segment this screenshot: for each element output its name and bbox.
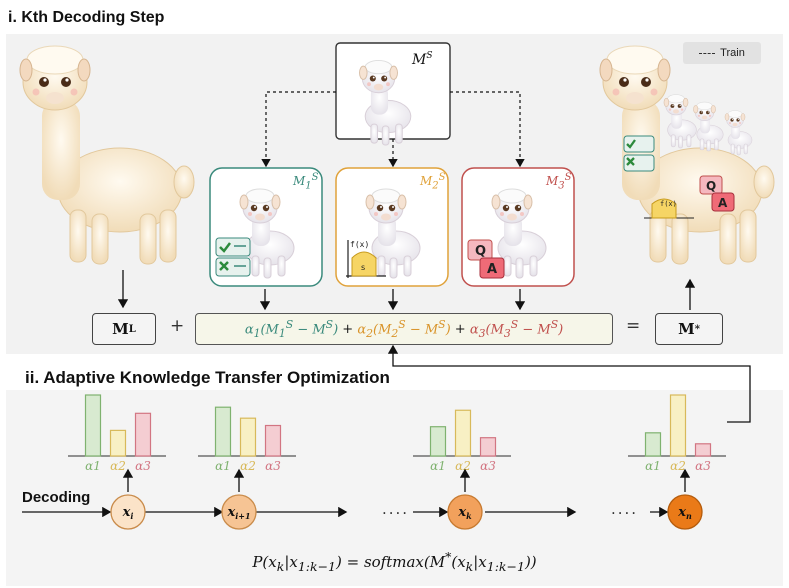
alpha-label-1: α1	[85, 459, 101, 473]
checklist-icon	[215, 237, 251, 277]
expert-box-3: QA	[461, 167, 575, 287]
small-model-label: MS	[411, 51, 433, 68]
alpha-label-1: α1	[645, 459, 661, 473]
formula-term-1: α1(M1S − MS)	[244, 318, 339, 340]
alpha-label-2: α2	[240, 459, 256, 473]
svg-text:A: A	[718, 196, 728, 210]
alpha-label-3: α3	[265, 459, 281, 473]
alpha-bar-3	[264, 424, 282, 457]
alpha-bar-2	[239, 417, 257, 457]
merged-skill-chips: f(x) QA	[623, 135, 735, 219]
alpha-bar-group-1: α1 α2 α3	[68, 394, 166, 492]
token-node-3: xk	[447, 494, 483, 530]
probability-formula: P(xk|x1:k−1) = softmax(M*(xk|x1:k−1))	[252, 549, 537, 574]
alpha-bar-1	[644, 432, 662, 457]
alpha-bar-group-2: α1 α2 α3	[198, 406, 296, 492]
alpha-label-2: α2	[670, 459, 686, 473]
equals-operator: =	[626, 316, 641, 336]
decoding-label: Decoding	[22, 489, 91, 506]
svg-text:f(x): f(x)	[350, 240, 369, 249]
expert-1-label: M1S	[293, 172, 319, 192]
section-title-optimization: ii. Adaptive Knowledge Transfer Optimiza…	[25, 368, 390, 387]
expert-box-1	[209, 167, 323, 287]
expert-3-label: M3S	[546, 172, 572, 192]
rider-alpaca-1	[663, 94, 697, 149]
ellipsis-1: ....	[382, 500, 410, 518]
expert-2-label: M2S	[420, 172, 446, 192]
token-node-4: xn	[667, 494, 703, 530]
svg-text:A: A	[487, 262, 497, 277]
alpha-bar-1	[84, 394, 102, 457]
expert-box-2: f(x) s	[335, 167, 449, 287]
legend-train: Train	[683, 42, 761, 64]
alpha-label-2: α2	[110, 459, 126, 473]
alpha-bar-group-3: α1 α2 α3	[413, 409, 511, 492]
alpha-bar-group-4: α1 α2 α3	[628, 394, 726, 492]
qa-bubble-icon: QA	[467, 239, 505, 279]
token-node-2: xi+1	[221, 494, 257, 530]
alpha-label-3: α3	[135, 459, 151, 473]
alpha-bar-2	[454, 409, 472, 457]
svg-text:Q: Q	[475, 244, 486, 259]
plus-operator: +	[170, 316, 185, 336]
ellipsis-2: ....	[611, 500, 639, 518]
integral-graph-icon: f(x) s	[346, 240, 386, 278]
formula-term-3: α3(M3S − MS)	[469, 318, 564, 340]
alpha-bar-3	[694, 443, 712, 457]
train-link-expert-3	[450, 91, 525, 168]
alpha-label-3: α3	[695, 459, 711, 473]
merge-formula: α1(M1S − MS) + α2(M2S − MS) + α3(M3S − M…	[195, 313, 613, 345]
alpha-bar-2	[669, 394, 687, 457]
alpha-bar-1	[429, 426, 447, 457]
legend-label: Train	[720, 47, 745, 59]
train-link-expert-1	[261, 91, 336, 168]
svg-text:f(x): f(x)	[660, 200, 677, 208]
alpha-bar-3	[479, 437, 497, 457]
alpha-bar-3	[134, 412, 152, 457]
formula-term-2: α2(M2S − MS)	[357, 318, 451, 340]
large-model-alpaca	[19, 45, 195, 265]
alpha-label-2: α2	[455, 459, 471, 473]
alpha-bar-2	[109, 429, 127, 457]
feedback-arrow	[387, 344, 751, 423]
section-title-decoding: i. Kth Decoding Step	[8, 9, 165, 26]
alpha-label-1: α1	[430, 459, 446, 473]
alpha-label-3: α3	[480, 459, 496, 473]
rider-alpaca-3	[724, 110, 753, 156]
svg-text:s: s	[361, 263, 365, 272]
rider-alpaca-2	[693, 101, 724, 152]
alpha-bar-1	[214, 406, 232, 457]
token-node-1: xi	[110, 494, 146, 530]
svg-text:Q: Q	[706, 179, 716, 193]
merged-model-box: M*	[655, 313, 723, 345]
svg-text:xi: xi	[122, 505, 134, 521]
alpha-label-1: α1	[215, 459, 231, 473]
dashed-line-icon	[699, 52, 716, 54]
